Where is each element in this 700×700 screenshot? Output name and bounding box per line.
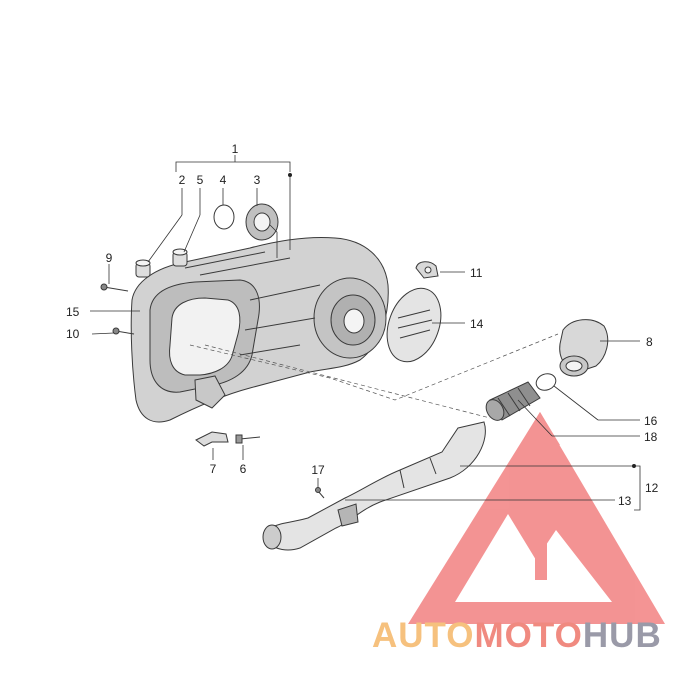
callout-7: 7 [210,462,217,476]
clip-11 [415,261,439,279]
callout-8: 8 [646,335,653,349]
callout-9: 9 [106,251,113,265]
dowel-pin-2 [135,259,151,278]
callout-10: 10 [66,327,80,341]
callout-1: 1 [232,142,239,156]
callout-6: 6 [240,462,247,476]
hose-clamp-16 [535,373,557,391]
screw-9 [100,283,129,292]
callout-11: 11 [470,266,483,280]
callout-5: 5 [197,173,204,187]
callout-18: 18 [644,430,658,444]
intake-duct-8 [559,319,609,377]
callout-2: 2 [179,173,186,187]
inspection-cover-14 [386,287,442,363]
callout-15: 15 [66,305,80,319]
dowel-pin-5 [172,248,188,267]
bolt-6 [235,434,261,444]
automotohub-logo-mark [408,412,665,624]
assembly-lines [189,333,559,419]
screw-17 [315,487,325,499]
screw-10 [112,327,135,335]
air-duct-13 [262,421,486,551]
crankcase-cover [130,237,389,423]
watermark-moto: MOTO [475,616,583,655]
watermark-hub: HUB [583,616,662,655]
bearing-3 [245,203,279,241]
circlip-4 [213,204,235,230]
bellows-18 [485,381,541,421]
callout-13: 13 [618,494,632,508]
callout-12: 12 [645,481,659,495]
callout-3: 3 [254,173,261,187]
leader-lines [90,155,641,511]
callout-4: 4 [220,173,227,187]
callout-14: 14 [470,317,484,331]
watermark-auto: AUTO [372,616,475,655]
watermark-text: AUTOMOTOHUB [372,616,662,655]
callout-labels: 1 2 5 4 3 9 15 10 7 6 11 14 8 16 18 12 1… [66,142,659,508]
bracket-7 [195,431,229,447]
callout-17: 17 [311,463,325,477]
callout-16: 16 [644,414,658,428]
